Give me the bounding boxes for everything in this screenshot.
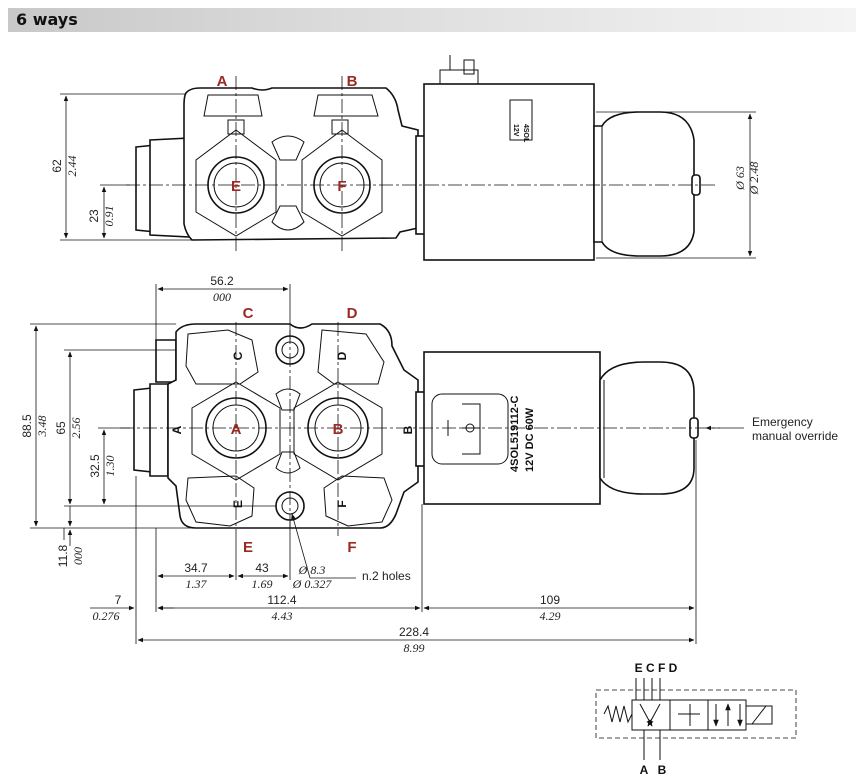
front-port-a-body: A [231, 421, 242, 438]
dim-43: 43 [255, 561, 269, 575]
emboss-d: D [335, 351, 349, 360]
front-port-e: E [243, 539, 253, 556]
dim-4-29: 4.29 [540, 609, 561, 623]
schematic-port-a: A [640, 763, 649, 777]
front-port-d: D [347, 305, 358, 322]
top-port-f-body: F [337, 178, 346, 195]
coil-rating: 12V DC 60W [524, 407, 536, 472]
dim-11-8: 11.8 [56, 544, 70, 567]
top-port-a: A [217, 73, 228, 90]
front-port-c: C [243, 305, 254, 322]
dim-coil-dia-mm: Ø 63 [733, 166, 747, 191]
dim-1-69: 1.69 [252, 577, 273, 591]
dim-center-23: 23 [87, 209, 101, 223]
dim-3-48: 3.48 [35, 416, 49, 438]
section-header: 6 ways [8, 8, 856, 32]
dim-32-5: 32.5 [88, 454, 102, 478]
dim-4-43: 4.43 [272, 609, 293, 623]
schematic-top-ports: E C F D [635, 661, 678, 675]
dim-228-4: 228.4 [399, 625, 429, 639]
override-label-1: Emergency [752, 415, 813, 429]
section-title: 6 ways [16, 10, 78, 29]
top-port-e-body: E [231, 178, 241, 195]
schematic-port-b: B [658, 763, 667, 777]
emboss-b: B [401, 425, 415, 434]
dim-height-2-44: 2.44 [65, 156, 79, 177]
front-port-b-body: B [333, 421, 344, 438]
emboss-c: C [231, 351, 245, 360]
override-label-2: manual override [752, 429, 838, 443]
dim-112-4: 112.4 [267, 593, 296, 607]
dim-8-99: 8.99 [404, 641, 425, 655]
emboss-f: F [335, 500, 349, 507]
dim-hole-mm: Ø 8.3 [298, 563, 326, 577]
front-port-f: F [347, 539, 356, 556]
dim-65: 65 [54, 421, 68, 435]
holes-note: n.2 holes [362, 569, 411, 583]
dim-1-37: 1.37 [186, 577, 208, 591]
dim-center-0-91: 0.91 [102, 206, 116, 227]
dim-56-2-in: 000 [213, 290, 231, 304]
dim-2-56: 2.56 [69, 418, 83, 439]
dim-hole-in: Ø 0.327 [292, 577, 333, 591]
dim-34-7: 34.7 [184, 561, 208, 575]
dim-88-5: 88.5 [20, 414, 34, 438]
dim-0-276: 0.276 [93, 609, 120, 623]
coil-label-top: 4SOL [522, 124, 529, 143]
hydraulic-schematic: E C F D A B [595, 661, 797, 777]
top-port-b: B [347, 73, 358, 90]
dim-coil-dia-in: Ø 2.48 [747, 162, 761, 196]
coil-model: 4SOL519112-C [509, 396, 521, 472]
front-view: 4SOL519112-C 12V DC 60W A B C D E F C D … [20, 274, 838, 655]
emboss-a: A [170, 425, 184, 434]
dim-56-2: 56.2 [210, 274, 234, 288]
dim-height-62: 62 [50, 159, 64, 173]
dim-7: 7 [115, 593, 122, 607]
dim-11-8-in: 000 [71, 547, 85, 565]
dim-109: 109 [540, 593, 560, 607]
dim-1-30: 1.30 [103, 456, 117, 477]
emboss-e: E [231, 500, 245, 508]
coil-label-top-2: 12V [512, 124, 519, 137]
top-view: E F A B 4SOL 12V 62 2.44 23 0.91 Ø 63 Ø … [50, 55, 761, 261]
